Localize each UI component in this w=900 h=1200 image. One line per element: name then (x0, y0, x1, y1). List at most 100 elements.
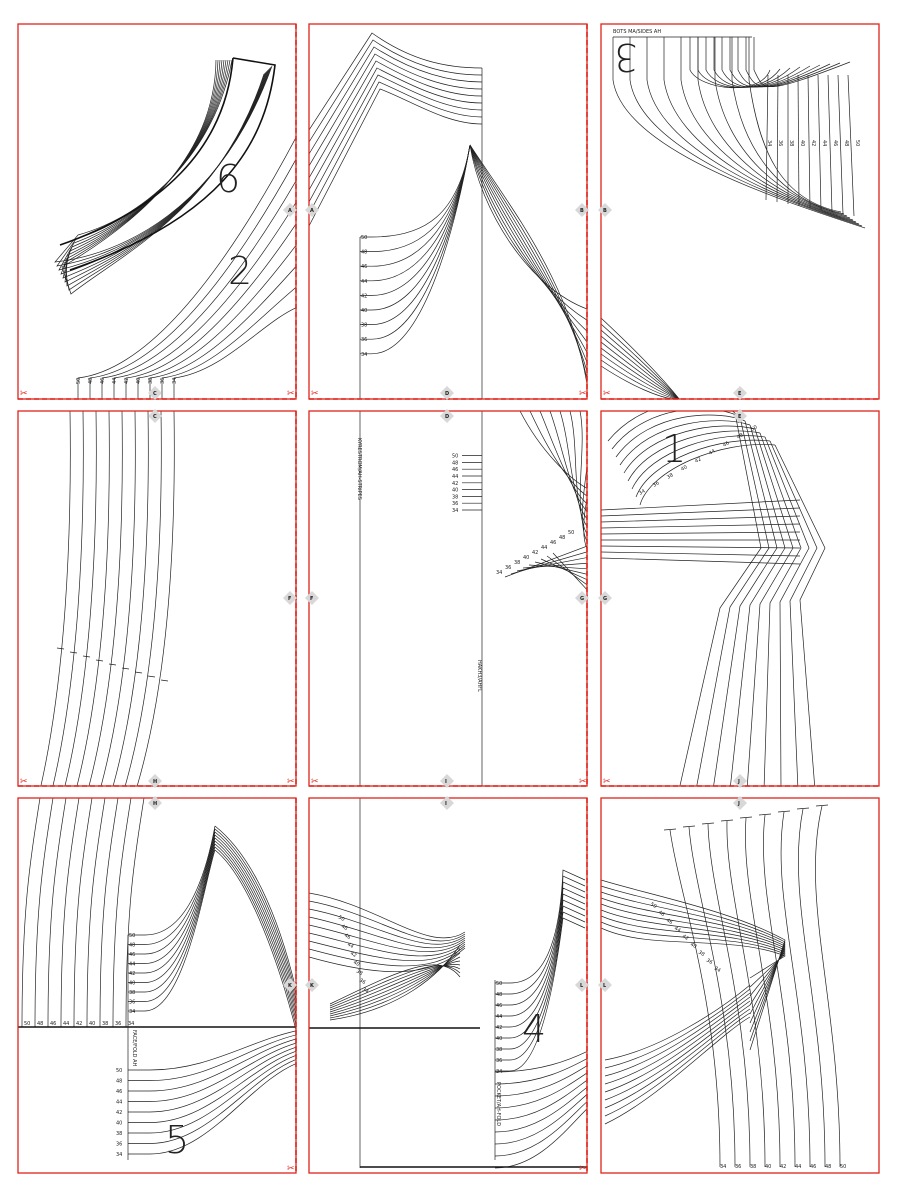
size-label: 38 (361, 323, 367, 329)
svg-text:D: D (445, 414, 449, 420)
size-label: 34 (128, 1021, 134, 1027)
size-label: 48 (340, 924, 349, 932)
tile-borders (17, 23, 880, 1174)
pattern-line (604, 996, 751, 1085)
match-marker-i: I (440, 796, 454, 810)
pattern-line (748, 37, 842, 213)
size-label: 50 (24, 1021, 30, 1027)
size-label: 44 (361, 279, 367, 285)
size-label: 36 (735, 1164, 741, 1170)
pattern-line (601, 507, 801, 517)
pattern-line (713, 420, 778, 786)
pattern-line (758, 813, 772, 816)
size-label: 40 (116, 1121, 122, 1127)
match-marker-d: D (440, 409, 454, 423)
pattern-line (663, 37, 857, 223)
pattern-line (604, 988, 751, 1069)
size-label: 34 (172, 378, 178, 384)
pattern-line (774, 444, 826, 786)
match-marker-f: F (305, 591, 319, 605)
pattern-line (601, 909, 786, 1006)
match-marker-a: A (305, 203, 319, 217)
pattern-line (601, 897, 786, 1024)
pattern-line (95, 659, 104, 662)
pattern-line (309, 940, 466, 962)
pattern-line (100, 411, 136, 786)
pattern-line (360, 144, 471, 355)
size-label: 46 (496, 1003, 502, 1009)
pattern-line (796, 807, 810, 810)
pattern-line (214, 834, 296, 1006)
size-label: 42 (116, 1110, 122, 1116)
piece-number-6: 6 (216, 157, 240, 201)
match-marker-i: I (440, 774, 454, 788)
size-label: 36 (129, 1000, 135, 1006)
pattern-line (136, 411, 175, 786)
scissors-icon: ✂ (579, 777, 587, 787)
pattern-line (495, 869, 586, 984)
piece-number-1: 1 (662, 427, 686, 471)
pattern-line (745, 37, 841, 87)
pattern-line (128, 840, 216, 983)
match-marker-a: A (283, 203, 297, 217)
size-label: 44 (821, 140, 827, 146)
size-label: 40 (689, 942, 698, 950)
size-label: 42 (349, 951, 358, 959)
size-label: 48 (129, 943, 135, 949)
pattern-line (726, 820, 766, 1168)
pattern-line (601, 545, 801, 549)
scissors-icon: ✂ (579, 389, 587, 399)
pattern-line (147, 675, 156, 678)
size-label: 34 (766, 140, 772, 146)
svg-text:G: G (603, 596, 607, 602)
tile-border (17, 410, 297, 787)
pattern-line (522, 562, 587, 569)
pattern-line (309, 32, 483, 131)
pattern-line (679, 412, 762, 786)
pattern-line (161, 286, 296, 399)
pattern-line (682, 825, 696, 828)
size-label: 44 (63, 1021, 69, 1027)
match-marker-e: E (733, 386, 747, 400)
pattern-line (56, 647, 65, 650)
pattern-line (360, 144, 471, 238)
pattern-line (128, 828, 216, 945)
size-label: 36 (452, 501, 458, 507)
svg-text:J: J (737, 801, 740, 807)
pattern-line (76, 411, 110, 786)
svg-text:A: A (288, 208, 292, 214)
pattern-line (309, 916, 466, 949)
size-label: 40 (765, 1164, 771, 1170)
pattern-line (137, 244, 296, 399)
pattern-line (827, 74, 833, 213)
svg-text:D: D (445, 391, 449, 397)
scissors-icon: ✂ (287, 777, 295, 787)
size-label: 50 (76, 378, 82, 384)
size-label: 42 (452, 481, 458, 487)
size-label: 38 (788, 140, 794, 146)
pattern-line (47, 798, 67, 1028)
pattern-line (776, 74, 779, 203)
pattern-line (753, 37, 851, 87)
size-label: 36 (361, 337, 367, 343)
pattern-line (817, 74, 822, 211)
size-label: 46 (665, 918, 674, 926)
pattern-line (309, 39, 483, 143)
svg-text:A: A (310, 208, 314, 214)
pattern-line (669, 829, 721, 1168)
pattern-line (837, 74, 844, 215)
pattern-line (516, 557, 587, 572)
pattern-line (604, 984, 751, 1061)
pattern-line (128, 849, 216, 1012)
match-marker-k: K (283, 978, 297, 992)
pattern-line (128, 1059, 296, 1144)
pattern-line (309, 947, 466, 972)
pattern-line (697, 37, 851, 219)
size-label: 34 (496, 570, 502, 576)
svg-text:L: L (580, 983, 584, 989)
pattern-line (309, 908, 466, 945)
